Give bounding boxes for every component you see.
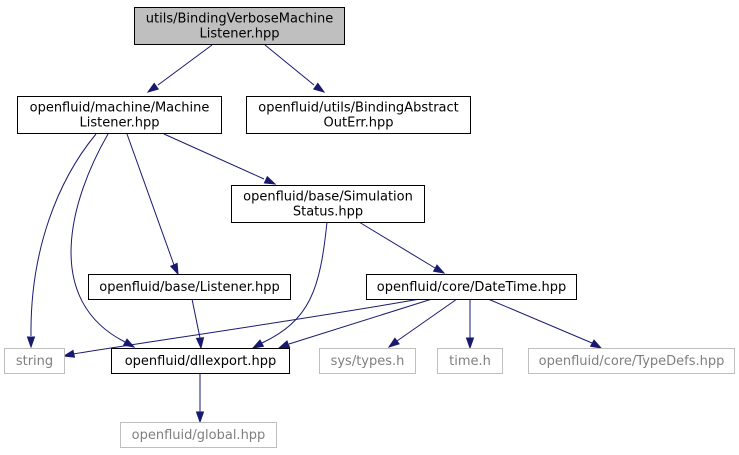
node-box (4, 348, 65, 374)
edge-machine_listener-to-string (26, 133, 97, 349)
edge-datetime-to-sys_types (387, 298, 458, 348)
edge-line (487, 298, 593, 344)
edge-machine_listener-to-base_listener (126, 133, 179, 276)
arrowhead-icon (312, 82, 326, 93)
node-label-line: utils/BindingVerboseMachine (146, 12, 333, 27)
edge-datetime-to-typedefs (487, 298, 603, 349)
arrowhead-icon (277, 340, 291, 349)
edge-line (358, 221, 436, 269)
node-box (319, 348, 416, 374)
edge-line (191, 298, 201, 339)
arrowhead-icon (589, 339, 603, 349)
node-label-line: sys/types.h (331, 354, 405, 369)
node-label-line: time.h (449, 354, 491, 369)
edge-datetime-to-dllexport (277, 298, 433, 349)
edge-line (163, 133, 265, 180)
node-box (134, 7, 345, 45)
arrowhead-icon (195, 411, 205, 424)
edge-root-to-machine_listener (146, 44, 213, 93)
edge-machine_listener-to-simulation_status (163, 133, 277, 185)
node-label-line: openfluid/utils/BindingAbstract (258, 101, 459, 116)
node-box (528, 348, 735, 374)
node-box (111, 348, 290, 374)
node-box (231, 185, 425, 223)
arrowhead-icon (387, 337, 400, 348)
node-label-line: OutErr.hpp (324, 116, 394, 131)
edge-line (396, 298, 458, 342)
edge-datetime-to-string (62, 298, 421, 358)
node-label-line: string (16, 354, 53, 369)
edges-layer (26, 44, 603, 424)
edge-base_listener-to-dllexport (191, 298, 205, 350)
node-label-line: openfluid/dllexport.hpp (125, 354, 277, 369)
node-box (120, 422, 277, 448)
node-sys-types: sys/types.h (319, 348, 416, 374)
edge-machine_listener-to-dllexport (70, 133, 136, 348)
edge-root-to-binding_abstract (264, 44, 326, 93)
nodes-layer: utils/BindingVerboseMachineListener.hppo… (4, 7, 735, 448)
arrowhead-icon (251, 339, 265, 349)
edge-datetime-to-time_h (465, 299, 475, 350)
node-label-line: openfluid/core/DateTime.hpp (377, 280, 566, 295)
arrowhead-icon (195, 337, 205, 350)
node-label-line: openfluid/base/Simulation (243, 190, 413, 205)
node-label-line: Listener.hpp (80, 116, 160, 131)
node-dllexport[interactable]: openfluid/dllexport.hpp (111, 348, 290, 374)
node-label-line: openfluid/global.hpp (132, 428, 266, 443)
node-label-line: openfluid/core/TypeDefs.hpp (539, 354, 725, 369)
node-string: string (4, 348, 65, 374)
edge-line (288, 298, 433, 345)
node-box (437, 348, 503, 374)
node-label-line: Status.hpp (293, 205, 363, 220)
node-label-line: openfluid/machine/Machine (30, 101, 210, 116)
edge-line (157, 44, 213, 86)
node-time-h: time.h (437, 348, 503, 374)
node-typedefs: openfluid/core/TypeDefs.hpp (528, 348, 735, 374)
edge-line (261, 221, 328, 344)
arrowhead-icon (146, 82, 160, 93)
node-global: openfluid/global.hpp (120, 422, 277, 448)
node-box (88, 274, 291, 300)
arrowhead-icon (62, 349, 76, 358)
arrowhead-icon (26, 336, 36, 349)
arrowhead-icon (169, 262, 179, 276)
edge-line (72, 298, 421, 355)
node-box (246, 96, 471, 134)
edge-dllexport-to-global (195, 373, 205, 424)
arrowhead-icon (465, 337, 475, 350)
node-box (366, 274, 577, 300)
arrowhead-icon (432, 264, 446, 274)
node-binding-abstract[interactable]: openfluid/utils/BindingAbstractOutErr.hp… (246, 96, 471, 134)
node-base-listener[interactable]: openfluid/base/Listener.hpp (88, 274, 291, 300)
node-box (17, 96, 222, 134)
node-label-line: Listener.hpp (200, 27, 280, 42)
arrowhead-icon (263, 175, 277, 185)
node-datetime[interactable]: openfluid/core/DateTime.hpp (366, 274, 577, 300)
edge-simulation_status-to-datetime (358, 221, 446, 274)
node-label-line: openfluid/base/Listener.hpp (99, 280, 279, 295)
edge-line (70, 133, 126, 343)
edge-simulation_status-to-dllexport (251, 221, 328, 349)
edge-line (30, 133, 97, 337)
edge-line (264, 44, 315, 86)
edge-line (126, 133, 175, 266)
